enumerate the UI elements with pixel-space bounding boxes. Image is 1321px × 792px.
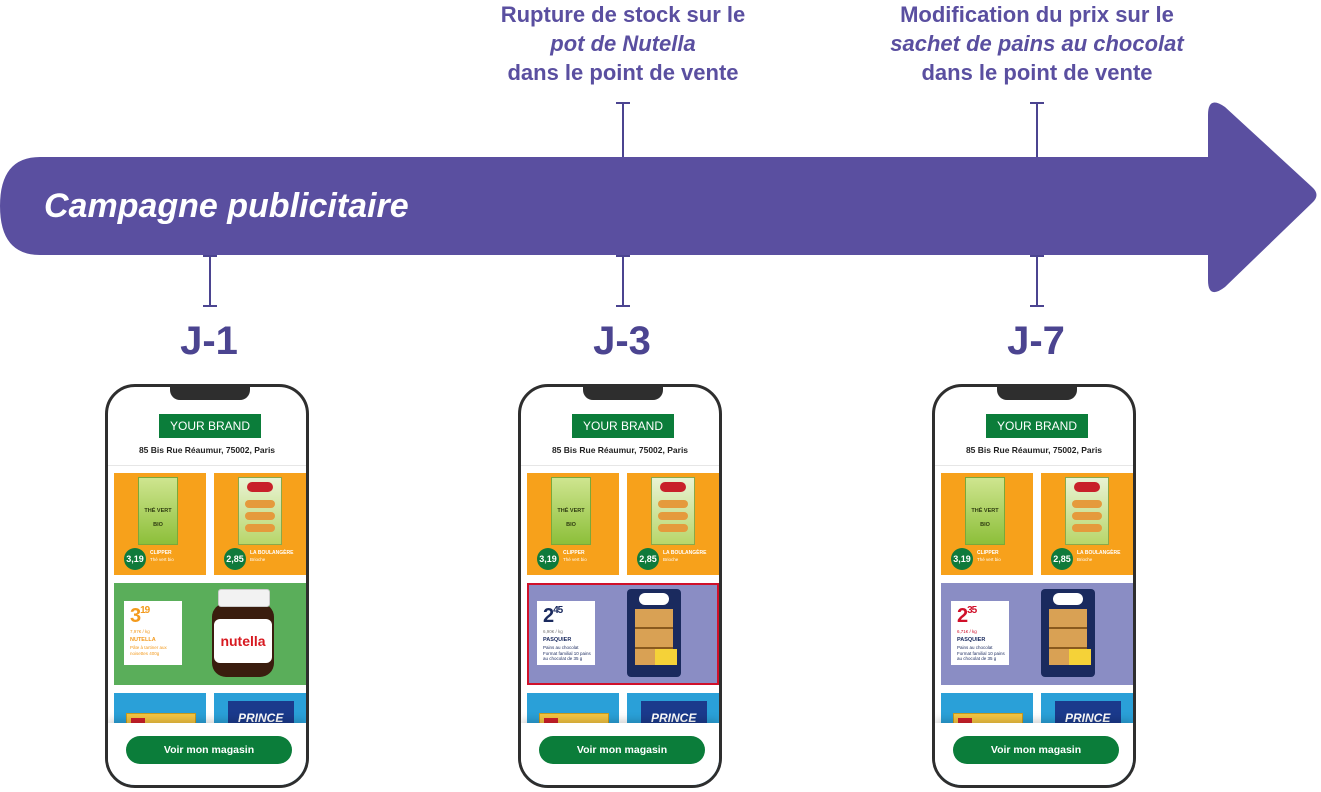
phone-mockup-j1: YOUR BRAND 85 Bis Rue Réaumur, 75002, Pa… (105, 384, 309, 788)
brand-logo: YOUR BRAND (986, 414, 1088, 438)
product-brand: PASQUIER (957, 637, 986, 643)
store-cta-button[interactable]: Voir mon magasin (539, 736, 705, 764)
campaign-title: Campagne publicitaire (44, 187, 409, 225)
brioche-pack-image (238, 477, 282, 545)
divider (935, 465, 1133, 466)
nutella-jar-image: nutella (212, 589, 274, 679)
tick-j3-above (616, 102, 630, 157)
store-cta-button[interactable]: Voir mon magasin (126, 736, 292, 764)
product-brand: NUTELLA (130, 637, 156, 643)
product-description: Pains au chocolat Format familial 10 pai… (543, 645, 591, 661)
phone-footer: Voir mon magasin (108, 723, 306, 785)
phone-footer: Voir mon magasin (521, 723, 719, 785)
price-card: 319 7,97€ / kg NUTELLA Pâte à tartiner a… (124, 601, 182, 665)
event-callout-price-change: Modification du prix sur le sachet de pa… (877, 0, 1197, 87)
featured-product-banner[interactable]: 245 6,90€ / kg PASQUIER Pains au chocola… (527, 583, 719, 685)
phone-notch (170, 387, 250, 400)
event-callout-line1: Modification du prix sur le (900, 2, 1174, 27)
phone-mockup-j7: YOUR BRAND 85 Bis Rue Réaumur, 75002, Pa… (932, 384, 1136, 788)
price-badge: 2,85 (224, 548, 246, 570)
event-callout-line1: Rupture de stock sur le (500, 2, 746, 27)
price-badge: 3,19 (537, 548, 559, 570)
price-card: 245 6,90€ / kg PASQUIER Pains au chocola… (537, 601, 595, 665)
event-callout-product: pot de Nutella (550, 31, 696, 56)
unit-price: 6,71€ / kg (957, 629, 977, 634)
phone-footer: Voir mon magasin (935, 723, 1133, 785)
jar-label: nutella (220, 633, 266, 649)
divider (521, 465, 719, 466)
featured-product-banner[interactable]: 235 6,71€ / kg PASQUIER Pains au chocola… (941, 583, 1133, 685)
tick-j7-above (1030, 102, 1044, 157)
phone-notch (997, 387, 1077, 400)
price-badge: 2,85 (637, 548, 659, 570)
tick-j1-below (203, 255, 217, 307)
timeline-arrow (0, 102, 1317, 293)
store-address: 85 Bis Rue Réaumur, 75002, Paris (138, 445, 276, 455)
price: 235 (957, 605, 977, 627)
phone-notch (583, 387, 663, 400)
event-callout-line3: dans le point de vente (507, 60, 739, 85)
brioche-pack-image (1065, 477, 1109, 545)
pains-au-chocolat-bag-image (1041, 589, 1095, 677)
day-label-j7: J-7 (1007, 319, 1065, 363)
price-badge: 2,85 (1051, 548, 1073, 570)
featured-product-banner[interactable]: 319 7,97€ / kg NUTELLA Pâte à tartiner a… (114, 583, 306, 685)
brand-logo: YOUR BRAND (159, 414, 261, 438)
event-callout-line3: dans le point de vente (921, 60, 1153, 85)
product-description: Pâte à tartiner aux noisettes 400g (130, 645, 167, 656)
price-badge: 3,19 (951, 548, 973, 570)
day-label-j1: J-1 (180, 319, 238, 363)
price: 319 (130, 605, 150, 627)
price-card: 235 6,71€ / kg PASQUIER Pains au chocola… (951, 601, 1009, 665)
day-label-j3: J-3 (593, 319, 651, 363)
store-cta-button[interactable]: Voir mon magasin (953, 736, 1119, 764)
brioche-pack-image (651, 477, 695, 545)
store-address: 85 Bis Rue Réaumur, 75002, Paris (551, 445, 689, 455)
pains-au-chocolat-bag-image (627, 589, 681, 677)
product-description: Pains au chocolat Format familial 10 pai… (957, 645, 1005, 661)
event-callout-product: sachet de pains au chocolat (890, 31, 1184, 56)
phone-mockup-j3: YOUR BRAND 85 Bis Rue Réaumur, 75002, Pa… (518, 384, 722, 788)
price: 245 (543, 605, 563, 627)
divider (108, 465, 306, 466)
unit-price: 6,90€ / kg (543, 629, 563, 634)
tick-j3-below (616, 255, 630, 307)
product-brand: PASQUIER (543, 637, 572, 643)
unit-price: 7,97€ / kg (130, 629, 150, 634)
event-callout-stockout: Rupture de stock sur le pot de Nutella d… (463, 0, 783, 87)
tick-j7-below (1030, 255, 1044, 307)
brand-logo: YOUR BRAND (572, 414, 674, 438)
price-badge: 3,19 (124, 548, 146, 570)
store-address: 85 Bis Rue Réaumur, 75002, Paris (965, 445, 1103, 455)
